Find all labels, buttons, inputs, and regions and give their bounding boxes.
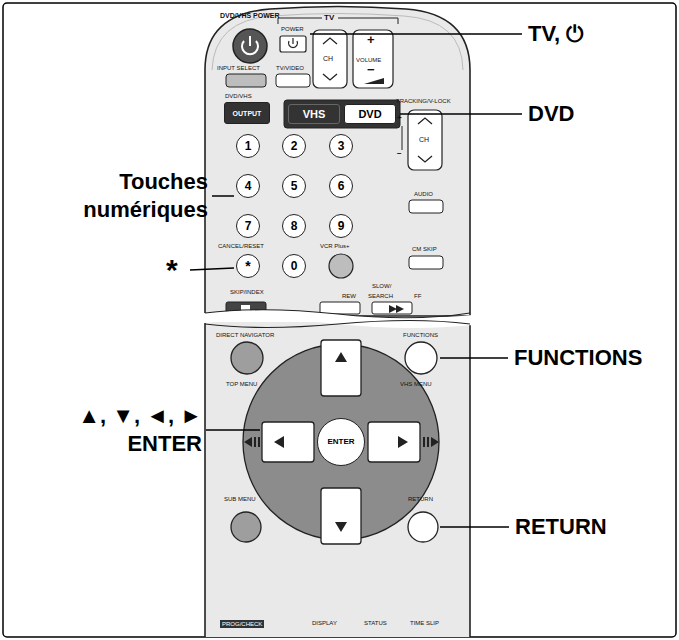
button-label: SUB MENU: [224, 496, 256, 502]
button-text: 5: [291, 180, 298, 192]
button-label: RETURN: [408, 496, 433, 502]
button-label: SKIP/INDEX: [230, 289, 264, 295]
button-label: STATUS: [364, 620, 387, 626]
button-label: CH: [323, 55, 333, 62]
button-label: SLOW/: [372, 283, 391, 289]
number-button: *: [236, 254, 260, 278]
button-text: 9: [338, 220, 345, 232]
number-button: 0: [282, 254, 306, 278]
button-text: 4: [245, 180, 252, 192]
button-text: 8: [291, 220, 298, 232]
callout-label: DVD: [528, 102, 574, 125]
number-button: 1: [236, 134, 260, 158]
button-label: REW: [342, 293, 356, 299]
button-label: POWER: [281, 26, 304, 32]
button-label: INPUT SELECT: [217, 65, 260, 71]
button-label: −: [367, 63, 375, 77]
button-label: DVD/VHS POWER: [220, 12, 280, 19]
button-text: 1: [245, 140, 252, 152]
callout-label: FUNCTIONS: [514, 346, 642, 369]
button-text: 3: [338, 140, 345, 152]
button-label: DIRECT NAVIGATOR: [216, 332, 274, 338]
button-text: OUTPUT: [233, 110, 262, 117]
button-text: ENTER: [327, 438, 354, 446]
number-button: 6: [329, 174, 353, 198]
button-label: SEARCH: [368, 293, 393, 299]
button-text: 6: [338, 180, 345, 192]
button-text: 2: [291, 140, 298, 152]
number-button: 3: [329, 134, 353, 158]
callout-label: *: [166, 254, 178, 286]
button-label: VHS MENU: [400, 381, 432, 387]
callout-label: ▲, ▼, ◄, ► ENTER: [40, 402, 202, 457]
callout-label: RETURN: [515, 515, 607, 538]
button-label: +: [397, 114, 402, 122]
button-label: FF: [414, 293, 421, 299]
number-button: 2: [282, 134, 306, 158]
button-text: 7: [245, 220, 252, 232]
button-label: FUNCTIONS: [403, 332, 438, 338]
button-label: TV: [324, 14, 334, 22]
dvd-button: DVD: [344, 104, 396, 124]
callout-label: TV, ⏻: [528, 22, 583, 45]
button-label: −: [397, 150, 402, 158]
button-label: TOP MENU: [226, 381, 257, 387]
button-label: AUDIO: [414, 191, 433, 197]
button-label: DISPLAY: [312, 620, 337, 626]
button-label: CH: [419, 136, 429, 143]
number-button: 5: [282, 174, 306, 198]
button-label: +: [367, 33, 375, 47]
button-text: DVD: [358, 109, 381, 120]
button-text: *: [245, 259, 250, 273]
number-button: 4: [236, 174, 260, 198]
button-label: CM SKIP: [412, 246, 437, 252]
button-label: PROG/CHECK: [220, 620, 264, 628]
button-label: TV/VIDEO: [276, 65, 304, 71]
button-text: VHS: [303, 109, 326, 120]
button-text: 0: [291, 260, 298, 272]
output-button: OUTPUT: [224, 102, 270, 124]
button-label: TRACKING/V-LOCK: [396, 98, 451, 104]
button-label: CANCEL/RESET: [218, 243, 264, 249]
enter-button: ENTER: [317, 418, 365, 466]
callout-label: Touches numériques: [50, 168, 208, 223]
button-label: DVD/VHS: [225, 93, 252, 99]
number-button: 7: [236, 214, 260, 238]
number-button: 8: [282, 214, 306, 238]
vhs-button: VHS: [288, 104, 340, 124]
number-button: 9: [329, 214, 353, 238]
button-label: VCR Plus+: [320, 243, 350, 249]
button-label: TIME SLIP: [410, 620, 439, 626]
